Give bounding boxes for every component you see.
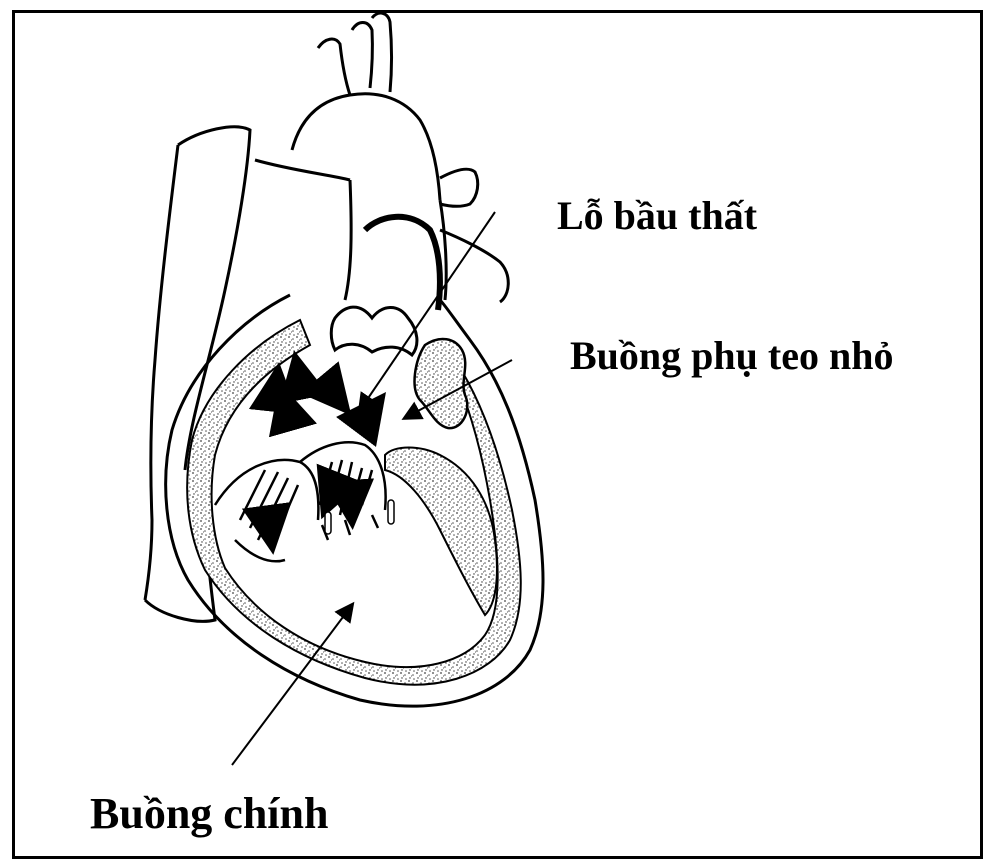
- label-main-chamber: Buồng chính: [90, 792, 328, 836]
- label-atrioventricular-orifice: Lỗ bầu thất: [557, 196, 757, 236]
- septum: [385, 448, 497, 616]
- rudimentary-chamber: [415, 339, 468, 428]
- chordae-tips: [325, 500, 394, 534]
- great-arteries: [255, 13, 508, 302]
- semilunar-valve: [331, 307, 417, 355]
- pulmonary-trunk: [365, 217, 440, 310]
- label-rudimentary-chamber: Buồng phụ teo nhỏ: [570, 336, 893, 376]
- av-valve-leaflets: [215, 442, 386, 561]
